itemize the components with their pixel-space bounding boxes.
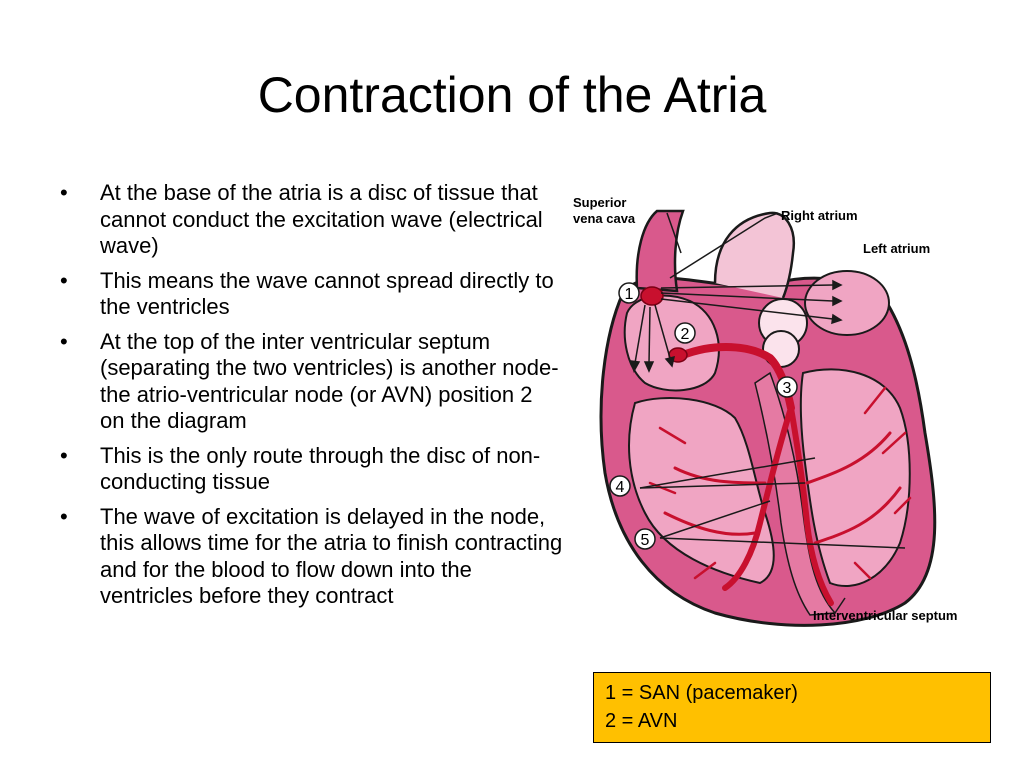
- marker-5: 5: [634, 528, 656, 550]
- aorta: [713, 211, 796, 299]
- bullet-item: At the base of the atria is a disc of ti…: [58, 180, 563, 260]
- marker-1: 1: [618, 282, 640, 304]
- marker-3: 3: [776, 376, 798, 398]
- bullet-item: This means the wave cannot spread direct…: [58, 268, 563, 321]
- left-ventricle-chamber: [799, 368, 911, 588]
- legend-line-2: 2 = AVN: [605, 710, 678, 732]
- svg-text:3: 3: [783, 380, 792, 397]
- bullet-item: The wave of excitation is delayed in the…: [58, 504, 563, 610]
- bullet-item: At the top of the inter ventricular sept…: [58, 329, 563, 435]
- label-interventricular-septum: Interventricular septum: [813, 608, 958, 623]
- svg-text:4: 4: [616, 479, 625, 496]
- marker-4: 4: [609, 475, 631, 497]
- label-superior-vena-cava-2: vena cava: [573, 211, 636, 226]
- bullet-list: At the base of the atria is a disc of ti…: [58, 180, 563, 618]
- svg-text:5: 5: [641, 532, 650, 549]
- slide-title: Contraction of the Atria: [257, 67, 767, 123]
- legend-box: 1 = SAN (pacemaker) 2 = AVN: [593, 672, 991, 743]
- label-left-atrium: Left atrium: [863, 241, 930, 256]
- svg-text:1: 1: [625, 286, 634, 303]
- heart-conduction-diagram: 1 2 3 4 5 Superior vena cava Right atriu…: [573, 195, 958, 627]
- marker-2: 2: [674, 322, 696, 344]
- legend-line-1: 1 = SAN (pacemaker): [605, 682, 798, 704]
- superior-vena-cava: [635, 209, 685, 293]
- svg-text:2: 2: [681, 326, 690, 343]
- label-right-atrium: Right atrium: [781, 208, 858, 223]
- bullet-item: This is the only route through the disc …: [58, 443, 563, 496]
- leader-lines: [639, 212, 906, 614]
- label-superior-vena-cava: Superior: [573, 195, 626, 210]
- left-atrium-chamber: [804, 270, 890, 336]
- sa-arrows: [629, 279, 843, 373]
- sa-node: [640, 286, 664, 306]
